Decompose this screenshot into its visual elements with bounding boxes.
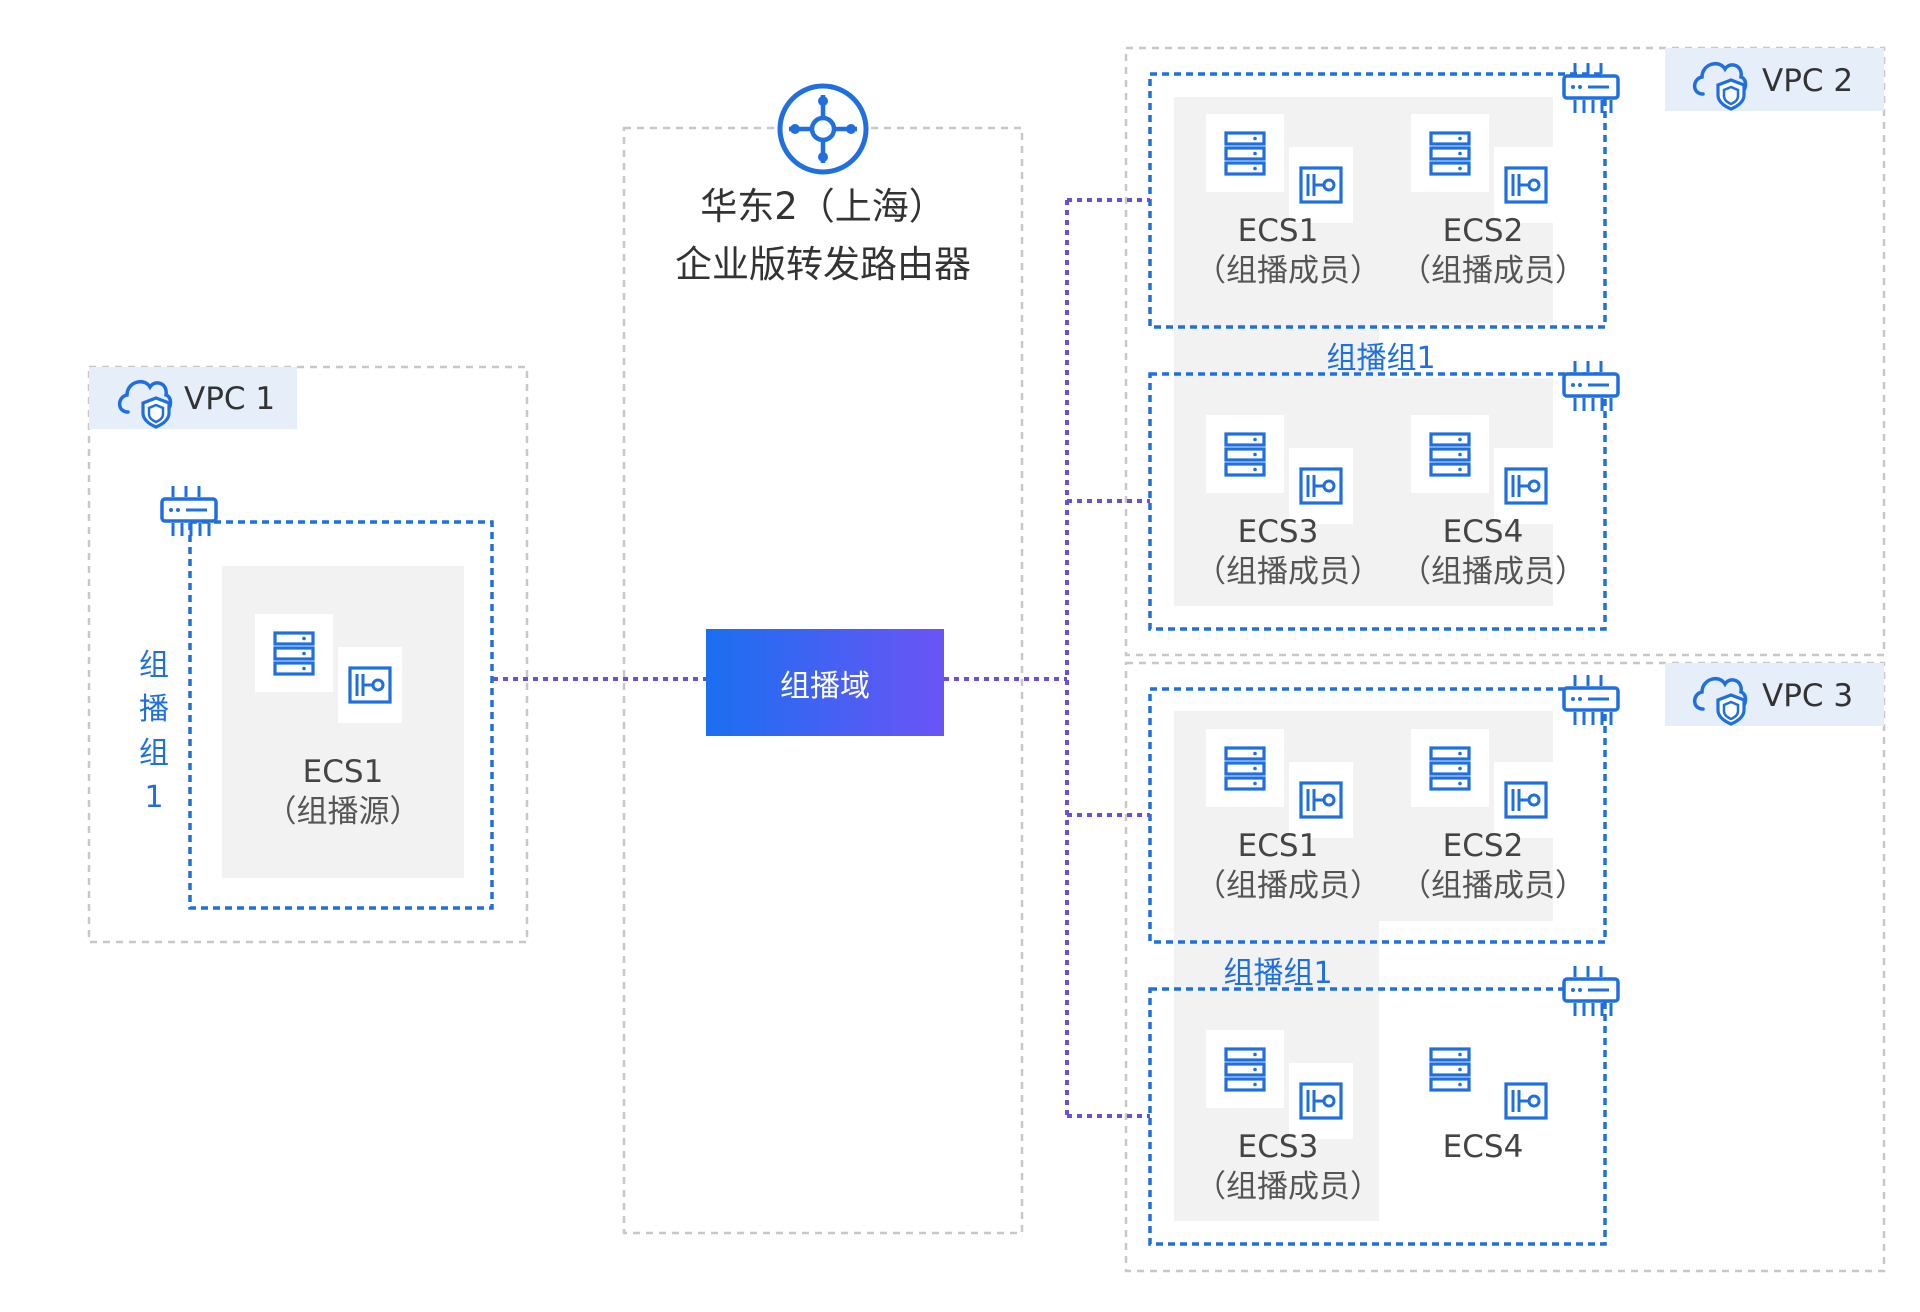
vpc2-group-label: 组播组1 [1326,341,1436,376]
vpc2-vswitch-icon-top [1562,61,1620,115]
vpc3-vswitch-icon-top [1562,673,1620,727]
vpc2-group-box-bottom [1148,372,1607,631]
vpc2-vswitch-icon-bottom [1562,359,1620,413]
vpc1-ecs1-role: （组播源） [265,794,421,830]
vpc2-tag: VPC 2 [1762,63,1854,99]
vpc3-ecs3-role: （组播成员） [1195,1169,1381,1205]
vpc1-group-box [188,520,494,910]
vpc1-group-label: 组 播 组 1 [139,648,169,815]
router-title-line2: 企业版转发路由器 [675,243,971,286]
vpc2-ecs1-role: （组播成员） [1195,253,1381,289]
vpc3-vswitch-icon-bottom [1562,964,1620,1018]
multicast-domain-box[interactable]: 组播域 [706,629,944,736]
vpc2-ecs4-role: （组播成员） [1400,554,1586,590]
vpc3-ecs4-icons [1411,1030,1558,1139]
vpc2-tag-bg [1665,48,1884,111]
vpc3-ecs4-name: ECS4 [1442,1129,1524,1165]
vpc3-ecs1-role: （组播成员） [1195,868,1381,904]
vpc2-ecs2-name: ECS2 [1442,213,1524,249]
vpc3-tag-bg [1665,663,1884,726]
multicast-links [493,198,1150,1118]
vpc1-ecs1-name: ECS1 [302,754,384,790]
router-title-line1: 华东2（上海） [700,185,946,228]
vpc3-ecs2-name: ECS2 [1442,828,1524,864]
vpc2-panel-gap [1174,323,1379,381]
multicast-domain-label: 组播域 [780,668,870,704]
vpc3-boundary [1124,661,1886,1273]
vpc3-ecs3-name: ECS3 [1237,1129,1319,1165]
vpc3-ecs2-role: （组播成员） [1400,868,1586,904]
vpc3-group-box-bottom [1148,987,1607,1246]
vpc2-ecs2-role: （组播成员） [1400,253,1586,289]
vpc2-ecs3-role: （组播成员） [1195,554,1381,590]
vpc2-ecs1-name: ECS1 [1237,213,1319,249]
vpc2-boundary [1124,46,1886,657]
router-hub-icon [777,83,869,175]
vpc3-tag: VPC 3 [1762,678,1854,714]
vpc3-group-label: 组播组1 [1223,956,1333,991]
vpc1-tag: VPC 1 [184,381,276,417]
vpc2-ecs3-name: ECS3 [1237,514,1319,550]
vpc3-ecs1-name: ECS1 [1237,828,1319,864]
vpc2-ecs4-name: ECS4 [1442,514,1524,550]
